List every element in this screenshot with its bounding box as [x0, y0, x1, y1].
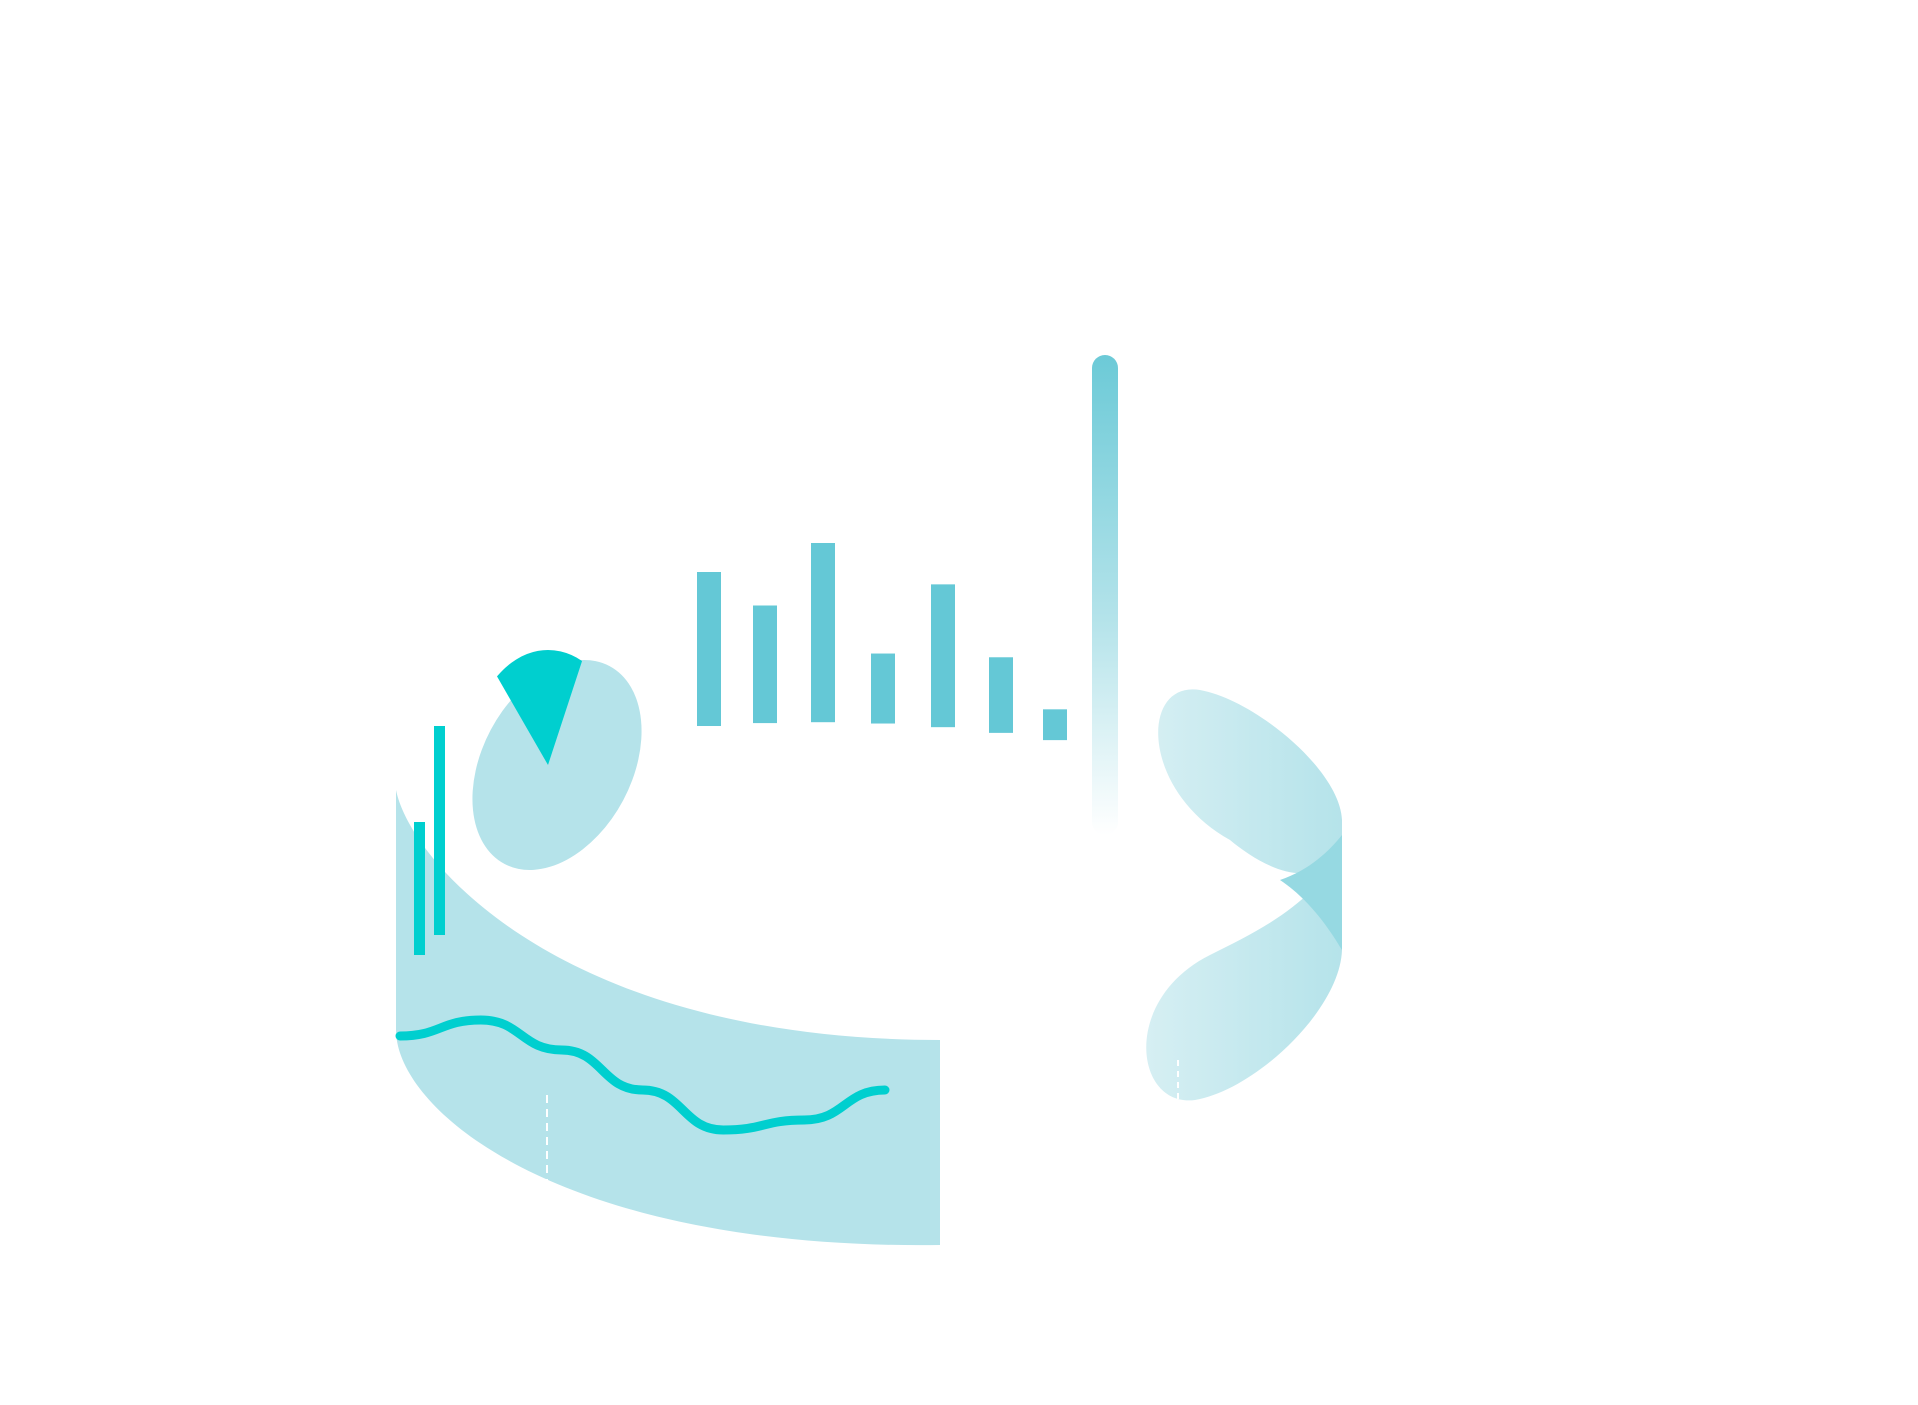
ring-band-surface — [396, 790, 940, 1246]
ring-band-front — [395, 790, 940, 1246]
tall-bar — [1092, 355, 1118, 835]
pie-chart — [472, 650, 642, 870]
right-ribbon — [1146, 689, 1342, 1101]
ribbon-back — [1146, 689, 1342, 1101]
side-bars-group — [414, 726, 445, 955]
bar — [931, 584, 955, 728]
bar — [811, 542, 835, 723]
bar — [989, 657, 1013, 733]
side-bar — [434, 726, 445, 935]
ribbon-fold — [1280, 835, 1342, 950]
pie-highlight-slice — [497, 650, 583, 765]
bar — [697, 572, 721, 727]
side-bar — [414, 822, 425, 955]
bar — [1043, 709, 1067, 741]
pie-base — [472, 660, 642, 870]
bars-group — [697, 542, 1118, 749]
tall-bar-group — [1092, 355, 1118, 835]
trend-line — [395, 1015, 890, 1135]
bar — [871, 653, 895, 724]
bar — [753, 605, 777, 724]
